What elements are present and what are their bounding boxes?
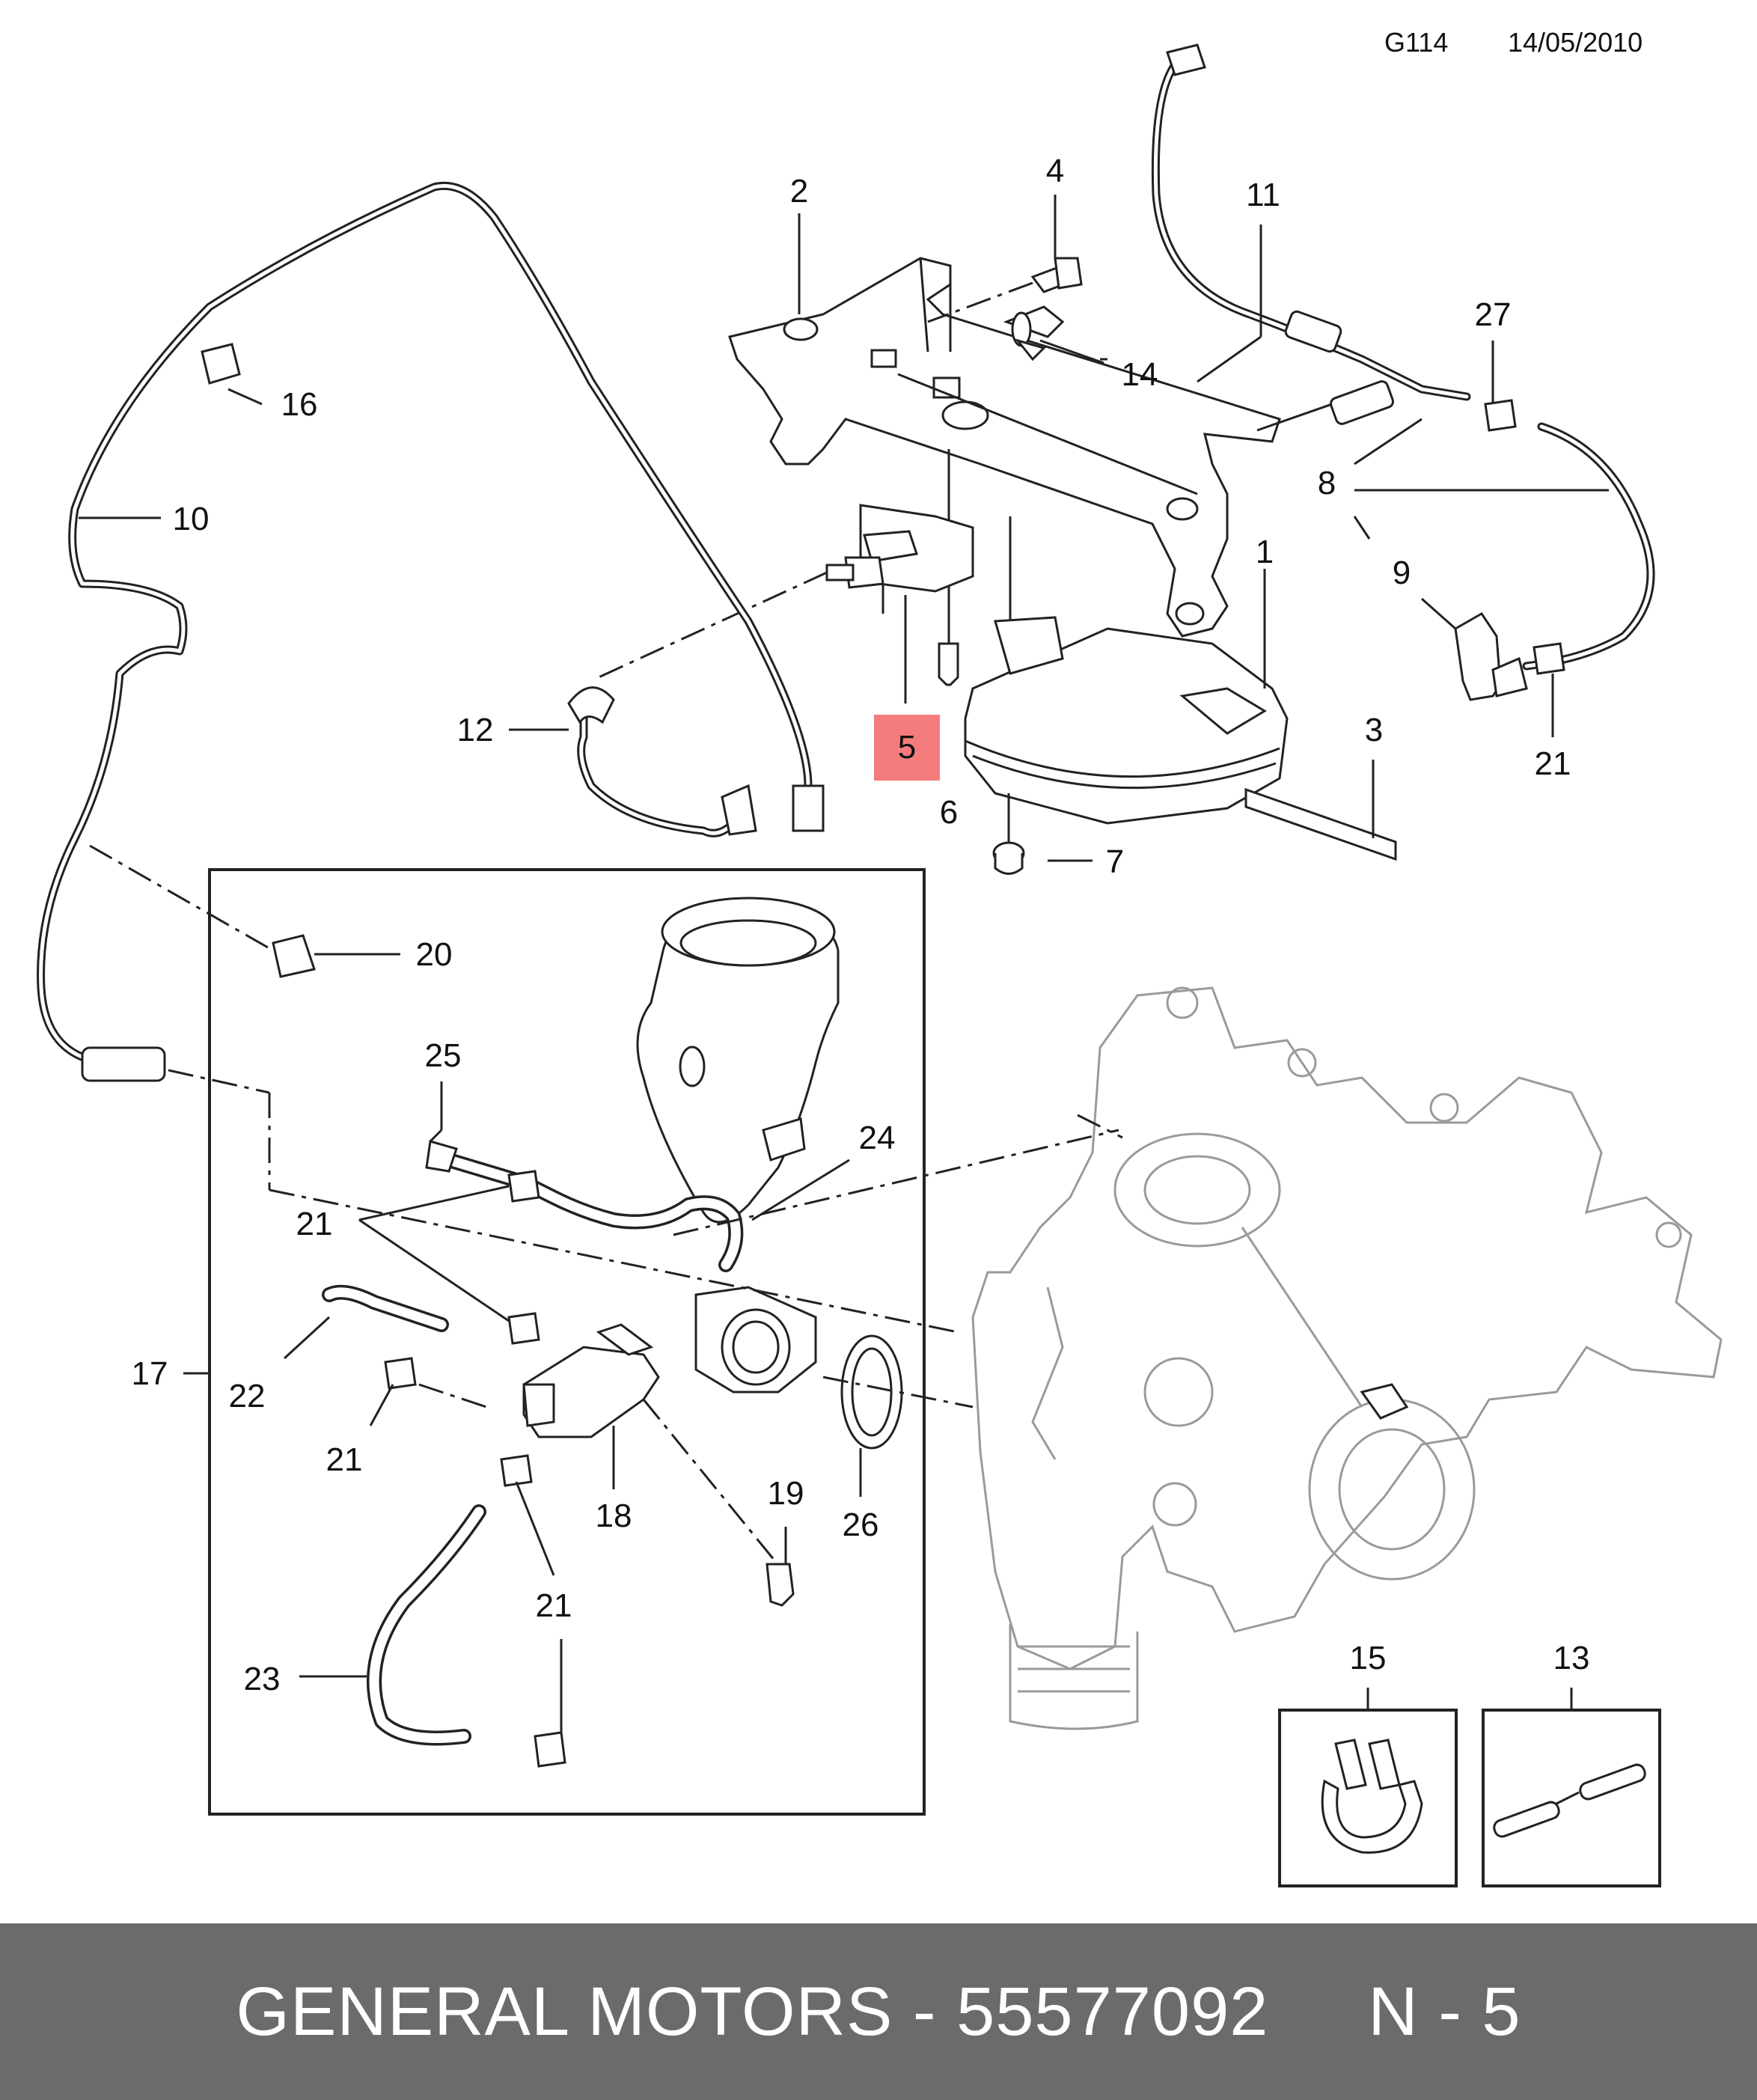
callout-17: 17 (132, 1355, 168, 1392)
valve-part-18 (522, 1323, 660, 1438)
pad-part-3 (1244, 787, 1397, 861)
callout-3: 3 (1365, 712, 1383, 748)
callout-21-bottom: 21 (536, 1587, 572, 1624)
clip-part-21-c (384, 1357, 417, 1390)
callout-27-clip: 27 (1475, 296, 1512, 333)
hose-part-11 (1151, 43, 1471, 432)
callout-11: 11 (1246, 177, 1280, 213)
clip-part-14 (1003, 305, 1065, 361)
callout-21-top: 21 (296, 1206, 333, 1242)
clip-part-21-right (1533, 642, 1565, 675)
callout-22: 22 (229, 1378, 266, 1414)
clip-part-21-a (507, 1170, 540, 1203)
air-intake-pipe (636, 897, 840, 1224)
callout-8: 8 (1318, 465, 1336, 501)
diagram-date: 14/05/2010 (1508, 27, 1643, 58)
callout-16: 16 (281, 386, 318, 423)
parts-diagram: 5 (37, 43, 1723, 1887)
hose-part-10 (37, 181, 825, 1082)
footer-bar: GENERAL MOTORS - 55577092 N - 5 (0, 1923, 1757, 2100)
callout-13: 13 (1553, 1640, 1590, 1676)
bolt-part-4 (927, 257, 1083, 323)
clip-part-21-b (507, 1312, 540, 1345)
callout-15: 15 (1350, 1640, 1387, 1676)
callout-25: 25 (425, 1037, 462, 1074)
callout-20: 20 (416, 936, 453, 973)
hose-part-23 (367, 1504, 486, 1746)
gasket-part-26 (840, 1334, 903, 1450)
grommet-part-20 (89, 844, 316, 978)
callout-2: 2 (790, 173, 808, 210)
flange-part (694, 1286, 817, 1394)
inset-box-13 (1482, 1688, 1661, 1887)
turbocharger-ghost (971, 986, 1723, 1730)
callout-21-right: 21 (1535, 745, 1571, 782)
canister-part-1 (964, 516, 1289, 825)
clip-part-21-e (534, 1731, 566, 1768)
bracket-part-2 (728, 257, 1281, 638)
callout-19: 19 (768, 1475, 804, 1512)
diagram-code: G114 (1384, 27, 1449, 58)
callout-18: 18 (596, 1498, 632, 1534)
nut-part-7 (992, 793, 1025, 875)
clip-part-27 (1484, 399, 1517, 432)
inset-box-15 (1278, 1688, 1458, 1887)
callout-24: 24 (859, 1120, 896, 1156)
grommet-part-16 (201, 343, 241, 385)
hose-part-8 (1454, 422, 1655, 701)
callout-12: 12 (457, 712, 494, 748)
callout-1: 1 (1256, 534, 1274, 570)
hose-part-12 (567, 686, 757, 837)
clip-part-21-d (500, 1454, 533, 1487)
hose-part-24-25 (425, 1140, 744, 1272)
callout-10: 10 (173, 501, 210, 537)
callout-26: 26 (843, 1507, 879, 1543)
assembly-box-17 (208, 868, 926, 1816)
hose-part-22 (322, 1284, 449, 1332)
valve-part-5 (598, 504, 974, 703)
callout-4: 4 (1046, 153, 1064, 189)
callout-7: 7 (1106, 843, 1124, 880)
callout-23: 23 (244, 1661, 281, 1697)
callout-6: 6 (940, 794, 958, 831)
callout-21-left: 21 (326, 1441, 363, 1478)
callout-9: 9 (1393, 555, 1411, 591)
footer-text: GENERAL MOTORS - 55577092 N - 5 (236, 1973, 1521, 2050)
callout-5-text: 5 (898, 729, 916, 766)
callout-14: 14 (1122, 356, 1158, 393)
highlight-box-part-5 (874, 715, 940, 781)
